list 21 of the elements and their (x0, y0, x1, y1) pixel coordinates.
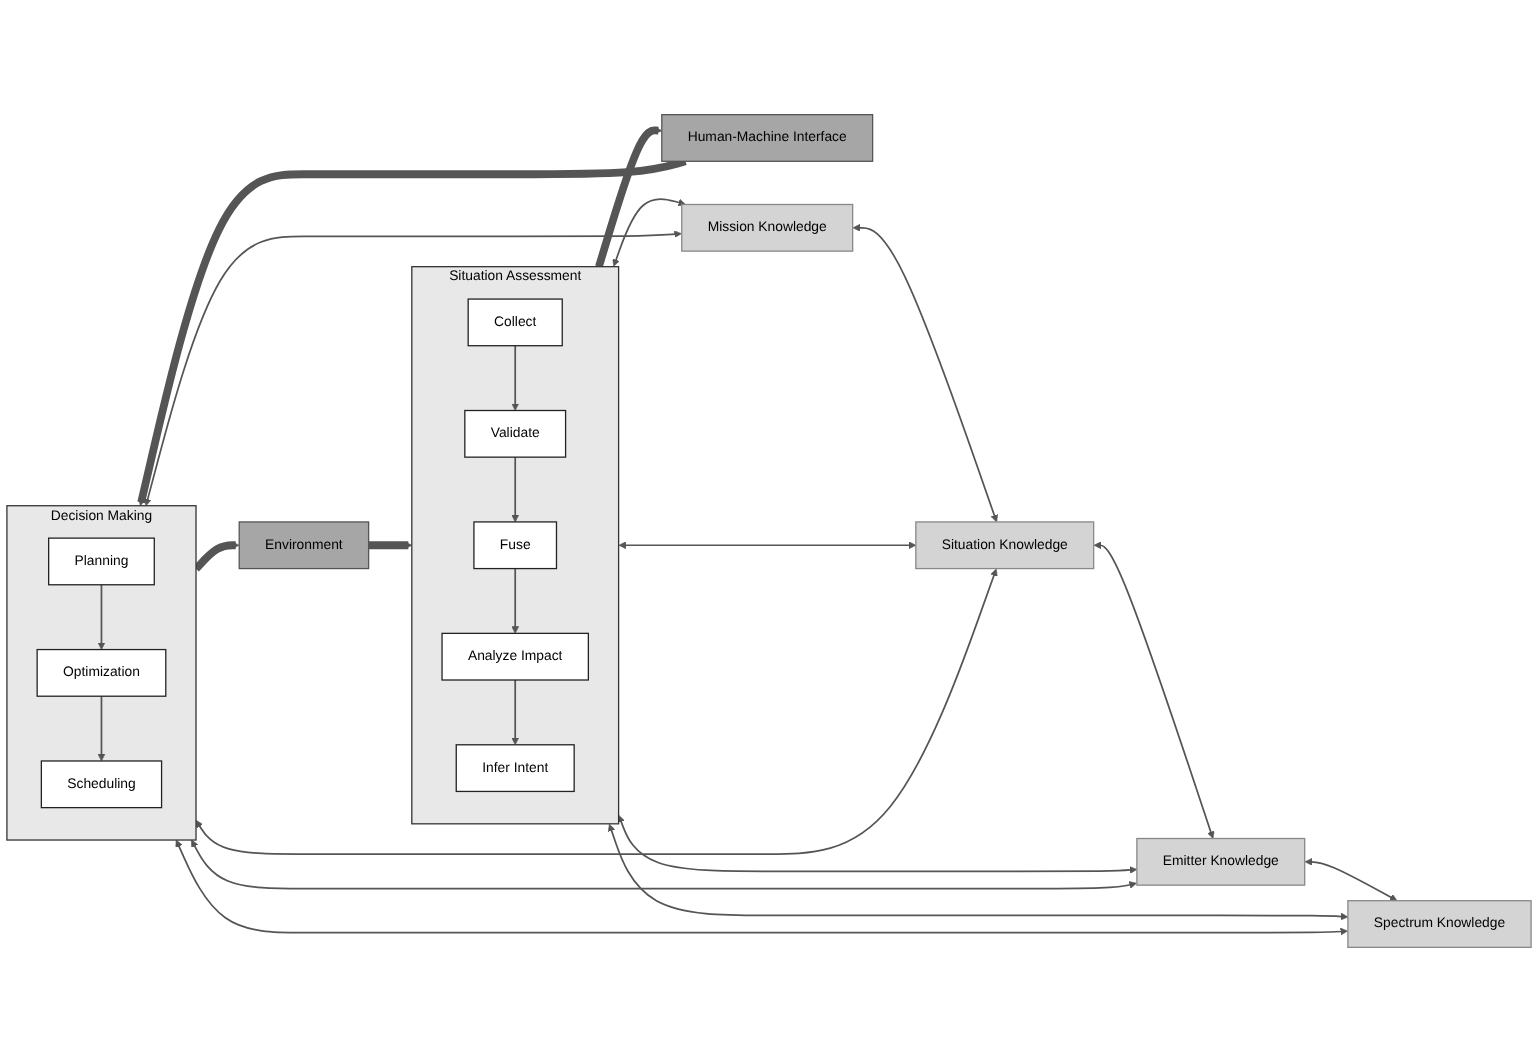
arrow (595, 126, 663, 268)
arrow (193, 541, 240, 572)
arrow (137, 157, 687, 507)
arrow (608, 823, 1349, 921)
arrow (191, 839, 1137, 890)
arrow (617, 814, 1138, 874)
arrow (612, 198, 686, 267)
arrow (618, 541, 917, 550)
arrow (852, 224, 998, 523)
arrow (1093, 541, 1215, 839)
arrow (144, 230, 682, 507)
arrow (511, 456, 519, 523)
arrow (511, 344, 519, 411)
arrow (175, 839, 1348, 936)
arrow (368, 541, 413, 550)
arrow (97, 583, 106, 650)
arrow (1304, 858, 1398, 902)
arrow (511, 567, 519, 634)
arrow (97, 695, 106, 762)
arrow (195, 568, 998, 855)
arrow (511, 679, 519, 746)
